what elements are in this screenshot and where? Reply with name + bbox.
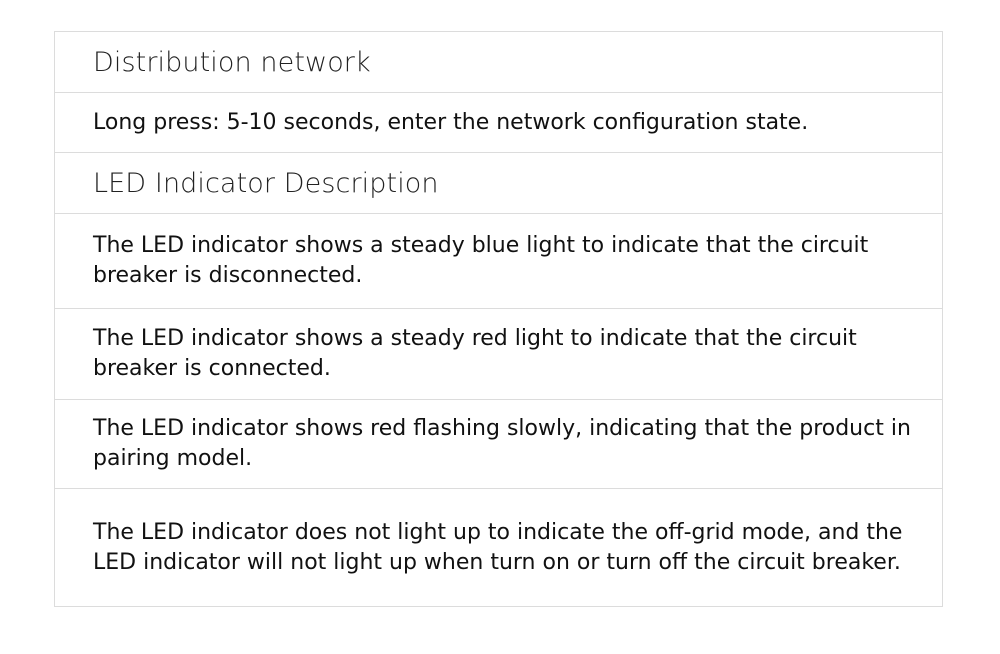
led-blue-text: The LED indicator shows a steady blue li… — [93, 233, 869, 288]
row-long-press: Long press: 5-10 seconds, enter the netw… — [55, 93, 942, 153]
row-led-blue: The LED indicator shows a steady blue li… — [55, 214, 942, 309]
distribution-network-heading: Distribution network — [93, 46, 371, 78]
led-indicator-heading: LED Indicator Description — [93, 167, 439, 199]
row-distribution-network-heading: Distribution network — [55, 32, 942, 93]
row-led-off: The LED indicator does not light up to i… — [55, 489, 942, 606]
long-press-text: Long press: 5-10 seconds, enter the netw… — [93, 109, 809, 135]
row-led-flash: The LED indicator shows red flashing slo… — [55, 400, 942, 489]
led-off-text: The LED indicator does not light up to i… — [93, 519, 903, 575]
row-led-red: The LED indicator shows a steady red lig… — [55, 309, 942, 400]
led-flash-text: The LED indicator shows red flashing slo… — [93, 416, 911, 471]
info-table: Distribution network Long press: 5-10 se… — [54, 31, 943, 607]
led-red-text: The LED indicator shows a steady red lig… — [93, 326, 857, 381]
row-led-heading: LED Indicator Description — [55, 153, 942, 214]
